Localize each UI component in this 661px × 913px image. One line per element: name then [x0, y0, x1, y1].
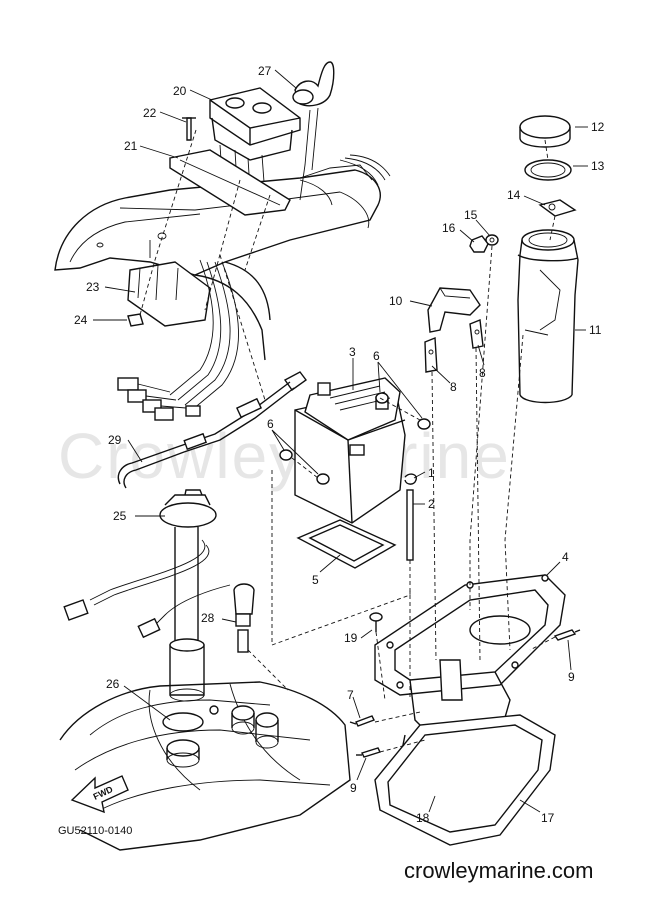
- callout-29: 29: [108, 433, 122, 447]
- callout-27: 27: [258, 64, 272, 78]
- callout-3: 3: [349, 345, 356, 359]
- screw-22: [182, 117, 196, 141]
- rod-2: [406, 489, 414, 561]
- callout-11: 11: [589, 323, 602, 337]
- callout-20: 20: [173, 84, 187, 98]
- callout-19: 19: [344, 631, 358, 645]
- callout-9-right: 9: [568, 670, 575, 684]
- storage-tube-11: [517, 229, 579, 404]
- leader-lines: [93, 69, 588, 813]
- pin-9-right: [553, 629, 581, 641]
- callout-16: 16: [442, 221, 456, 235]
- callout-8-right: 8: [479, 366, 486, 380]
- seal-13: [524, 159, 572, 181]
- callout-15: 15: [464, 208, 478, 222]
- lower-hull: [59, 681, 351, 851]
- battery-box-4: [374, 574, 566, 746]
- stay-8-left: [424, 336, 438, 373]
- callout-6-left: 6: [267, 417, 274, 431]
- fwd-arrow-icon: FWD: [70, 775, 129, 814]
- pin-7: [349, 715, 375, 727]
- callout-17: 17: [541, 811, 555, 825]
- callout-10: 10: [389, 294, 403, 308]
- callouts: 20 27 22 21 23 24 3 6 6 1 2 5 29 25 28 2…: [74, 64, 605, 825]
- tray-17: [374, 714, 556, 846]
- bracket-10: [427, 287, 481, 333]
- screw-19: [369, 612, 383, 632]
- meter-housing-20: [209, 87, 301, 191]
- clamp-14: [538, 199, 577, 217]
- nut-16: [469, 235, 489, 253]
- callout-8-left: 8: [450, 380, 457, 394]
- callout-25: 25: [113, 509, 127, 523]
- pin-9-left: [356, 747, 381, 758]
- callout-4: 4: [562, 550, 569, 564]
- callout-7: 7: [347, 688, 354, 702]
- callout-22: 22: [143, 106, 157, 120]
- callout-13: 13: [591, 159, 605, 173]
- spacer-6-left: [279, 449, 330, 485]
- callout-5: 5: [312, 573, 319, 587]
- callout-18: 18: [416, 811, 430, 825]
- callout-9-left: 9: [350, 781, 357, 795]
- callout-6-right: 6: [373, 349, 380, 363]
- fuel-sender-25: [63, 489, 217, 702]
- battery-cable-29: [117, 371, 307, 489]
- wire-harness: [117, 259, 239, 421]
- clip-24: [127, 313, 144, 327]
- callout-12: 12: [591, 120, 605, 134]
- diagram-code: GU52110-0140: [58, 825, 132, 837]
- spacer-6-right: [375, 392, 431, 430]
- deck-wiring-right: [339, 154, 391, 186]
- callout-21: 21: [124, 139, 138, 153]
- clip-1: [404, 473, 417, 485]
- washer-15: [485, 234, 499, 246]
- callout-26: 26: [106, 677, 120, 691]
- callout-24: 24: [74, 313, 88, 327]
- battery-3: [294, 377, 406, 524]
- callout-23: 23: [86, 280, 100, 294]
- mount-plate-21: [169, 149, 291, 216]
- site-name: crowleymarine.com: [404, 858, 594, 883]
- assembly-lines: [139, 129, 556, 753]
- callout-14: 14: [507, 188, 521, 202]
- stay-8-right: [469, 319, 484, 349]
- callout-28: 28: [201, 611, 215, 625]
- bracket-23: [127, 261, 211, 327]
- battery-mat-5: [296, 519, 397, 569]
- cap-12: [519, 115, 571, 148]
- sensor-28: [137, 583, 255, 653]
- callout-1: 1: [428, 466, 435, 480]
- callout-2: 2: [428, 497, 435, 511]
- grommet-27: [292, 61, 335, 201]
